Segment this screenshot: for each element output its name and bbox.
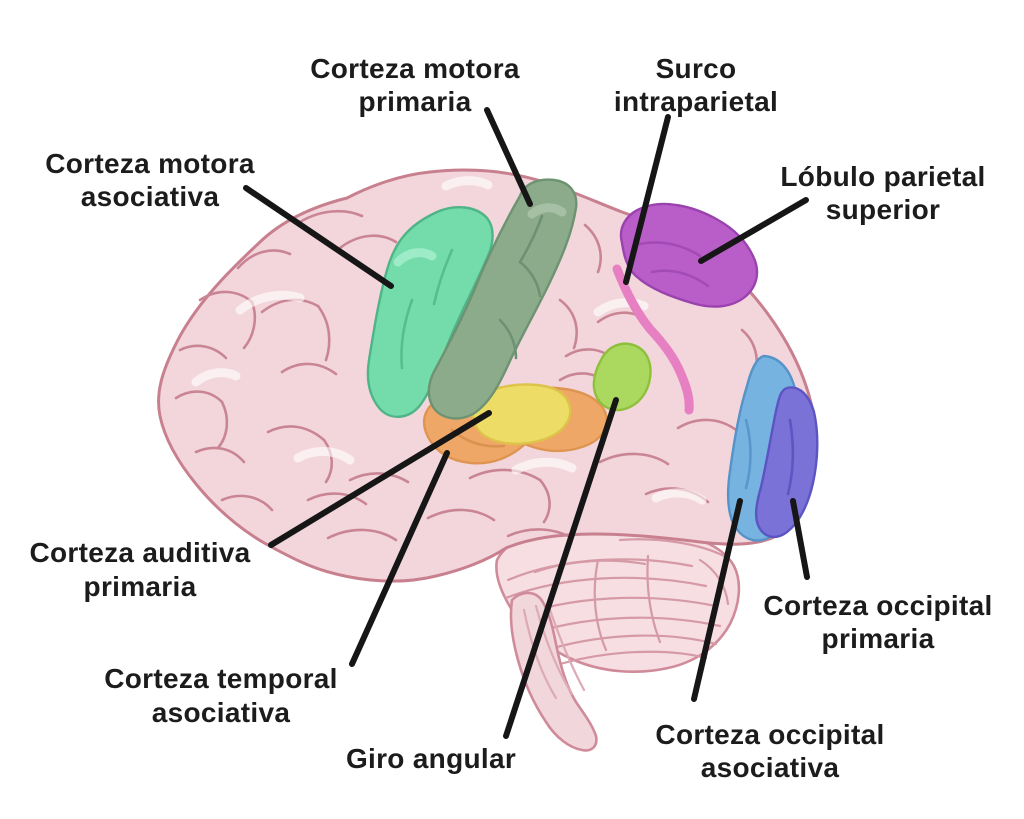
leader-surco-intraparietal xyxy=(623,114,671,285)
label-corteza-temporal-asociativa: Corteza temporal xyxy=(104,663,338,694)
label-corteza-auditiva-primaria-2: primaria xyxy=(84,571,197,602)
leader-lobulo-parietal-superior xyxy=(698,197,809,264)
leader-corteza-temporal-asociativa xyxy=(349,450,450,667)
labels: Corteza motora primaria Surco intraparie… xyxy=(29,53,992,783)
leader-giro-angular xyxy=(503,397,619,739)
region-superior-parietal xyxy=(619,202,759,308)
label-surco-intraparietal: Surco xyxy=(656,53,737,84)
region-primary-motor xyxy=(427,178,578,420)
label-corteza-motora-asociativa-2: asociativa xyxy=(81,181,220,212)
label-corteza-temporal-asociativa-2: asociativa xyxy=(152,697,291,728)
region-angular-gyrus xyxy=(592,342,652,412)
label-giro-angular: Giro angular xyxy=(346,743,516,774)
label-lobulo-parietal-superior: Lóbulo parietal xyxy=(780,161,985,192)
label-corteza-auditiva-primaria: Corteza auditiva xyxy=(29,537,250,568)
label-corteza-motora-primaria-2: primaria xyxy=(359,86,472,117)
region-primary-auditory xyxy=(471,383,572,445)
label-corteza-motora-primaria: Corteza motora xyxy=(310,53,520,84)
leader-corteza-motora-primaria xyxy=(484,107,533,207)
leader-corteza-motora-asociativa xyxy=(243,185,394,289)
cortex-highlights xyxy=(191,176,707,505)
region-primary-occipital xyxy=(754,386,819,539)
leader-lines xyxy=(243,107,810,739)
label-corteza-occipital-primaria-2: primaria xyxy=(822,623,935,654)
label-lobulo-parietal-superior-2: superior xyxy=(826,194,940,225)
label-surco-intraparietal-2: intraparietal xyxy=(614,86,778,117)
region-intraparietal-sulcus xyxy=(612,264,694,415)
label-corteza-motora-asociativa: Corteza motora xyxy=(45,148,255,179)
label-corteza-occipital-primaria: Corteza occipital xyxy=(763,590,992,621)
label-corteza-occipital-asociativa: Corteza occipital xyxy=(655,719,884,750)
leader-corteza-auditiva-primaria xyxy=(268,410,492,548)
cerebellum xyxy=(495,525,741,673)
leader-corteza-occipital-asociativa xyxy=(691,498,743,702)
label-corteza-occipital-asociativa-2: asociativa xyxy=(701,752,840,783)
leader-corteza-occipital-primaria xyxy=(790,498,810,580)
